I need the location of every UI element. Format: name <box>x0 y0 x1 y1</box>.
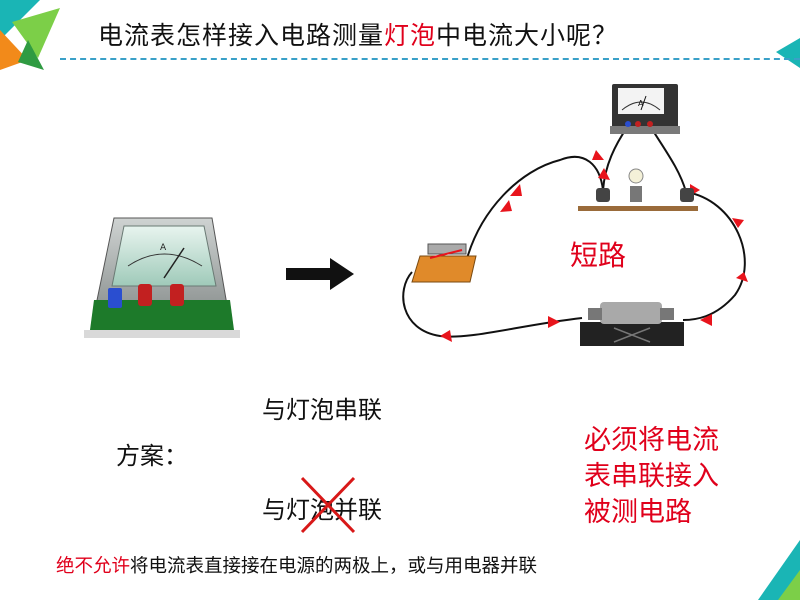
cross-icon <box>300 476 356 534</box>
wire-top-left <box>465 155 604 263</box>
conclusion-line-3: 被测电路 <box>584 497 692 528</box>
circuit-diagram: A <box>402 84 748 346</box>
short-circuit-label: 短路 <box>570 239 627 272</box>
title-bar: 电流表怎样接入电路测量灯泡中电流大小呢？ <box>0 0 800 72</box>
svg-text:A: A <box>160 243 167 253</box>
switch <box>411 243 477 283</box>
top-left-decoration <box>0 0 60 70</box>
page-title: 电流表怎样接入电路测量灯泡中电流大小呢？ <box>98 16 618 52</box>
warning-prefix: 绝不允许 <box>56 556 131 577</box>
title-highlight: 灯泡 <box>384 21 437 50</box>
title-prefix: 电流表怎样接入电路测量 <box>98 21 385 50</box>
conclusion-line-1: 必须将电流 <box>584 425 719 456</box>
battery <box>580 302 684 346</box>
right-arrow-icon <box>286 258 354 290</box>
bulb-board <box>578 168 698 211</box>
title-divider <box>60 58 800 60</box>
ammeter-dial-letter: A <box>638 99 644 108</box>
title-suffix: 中电流大小呢？ <box>436 21 619 50</box>
ammeter-illustration: A <box>84 217 240 338</box>
wire-meter-right <box>649 125 687 193</box>
ammeter-in-circuit: A <box>610 84 680 134</box>
conclusion-line-2: 表串联接入 <box>584 461 719 492</box>
plan-label: 方案： <box>116 442 188 470</box>
warning-rest: 将电流表直接接在电源的两极上，或与用电器并联 <box>130 556 538 577</box>
warning-text: 绝不允许将电流表直接接在电源的两极上，或与用电器并联 <box>56 552 537 578</box>
option-series: 与灯泡串联 <box>262 396 382 424</box>
top-right-decoration <box>776 38 800 68</box>
wire-meter-left <box>602 125 629 191</box>
wire-right-loop <box>682 191 746 321</box>
bottom-right-decoration <box>758 540 800 600</box>
